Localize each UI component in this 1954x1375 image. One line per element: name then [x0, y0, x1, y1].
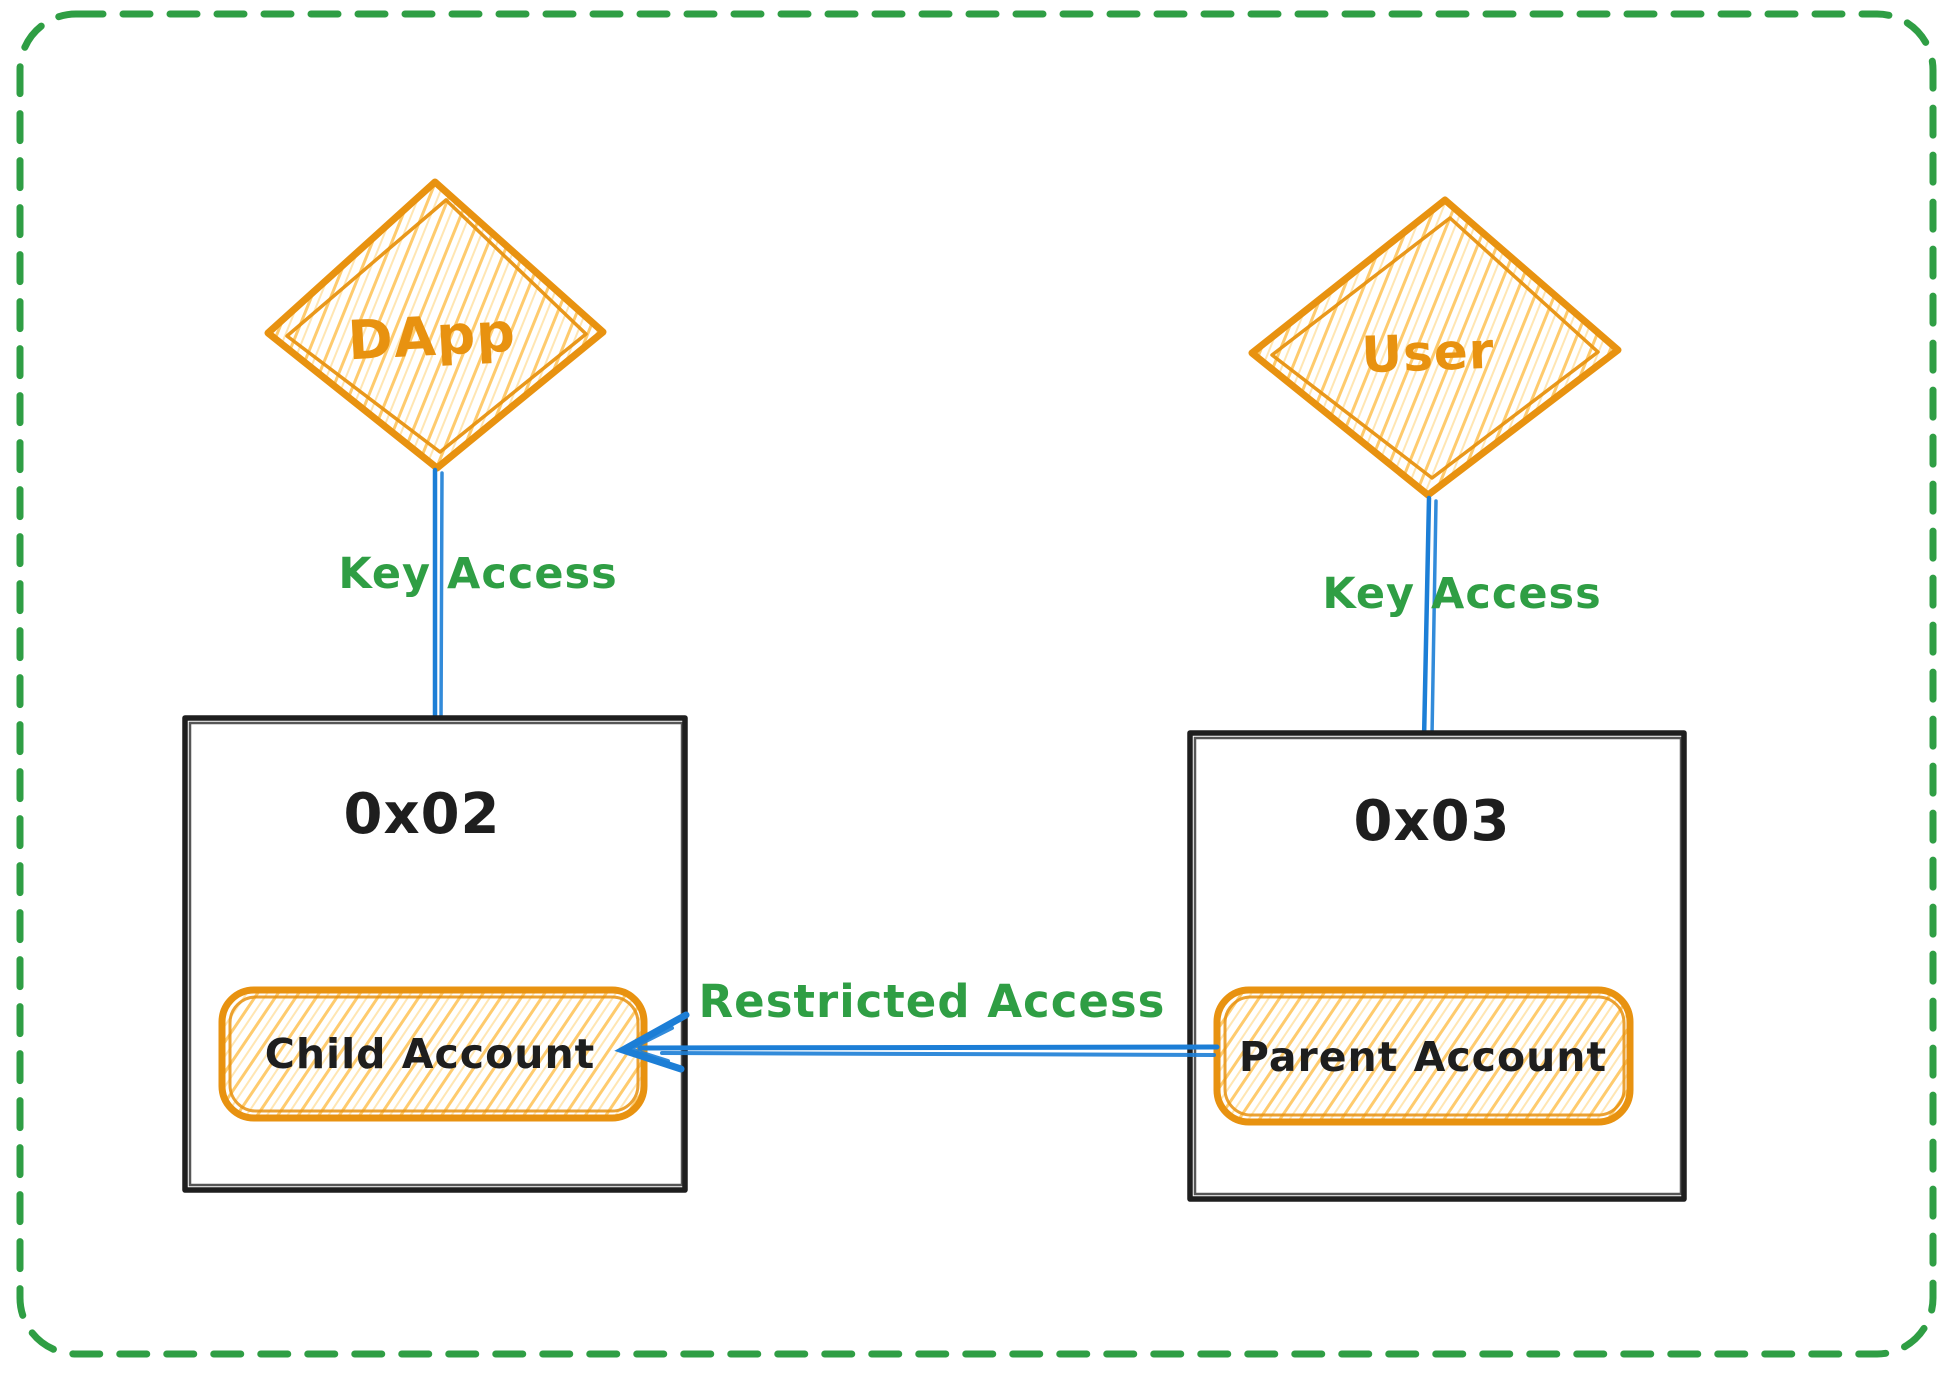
- dapp-diamond-node: DApp: [264, 178, 607, 472]
- key-access-left-label: Key Access: [338, 549, 617, 599]
- dapp-diamond-sketch-stroke: [285, 198, 588, 454]
- user-diamond-sketch-stroke: [1270, 216, 1600, 480]
- arrow-head: [614, 1011, 690, 1073]
- child-account-label: Child Account: [265, 1030, 596, 1078]
- account-0x02-label: 0x02: [343, 782, 500, 847]
- key-access-right-label: Key Access: [1322, 569, 1601, 619]
- restricted-access-label: Restricted Access: [699, 975, 1166, 1028]
- user-key-access-connector: Key Access: [1322, 495, 1601, 743]
- account-0x03-sketch-stroke: [1193, 736, 1683, 1196]
- parent-account-label: Parent Account: [1239, 1033, 1607, 1081]
- dashed-border-frame: [16, 10, 1937, 1358]
- restricted-access-connector: Restricted Access: [614, 975, 1220, 1073]
- user-diamond-node: User: [1248, 196, 1622, 499]
- account-0x02-node: 0x02 Child Account: [182, 715, 688, 1193]
- parent-account-shape: [1213, 986, 1634, 1126]
- dapp-key-access-connector: Key Access: [338, 467, 617, 731]
- parent-account-node: Parent Account: [1213, 986, 1634, 1126]
- account-0x03-node: 0x03 Parent Account: [1187, 730, 1687, 1202]
- account-0x02-sketch-stroke: [188, 721, 684, 1187]
- child-account-node: Child Account: [218, 986, 648, 1122]
- user-diamond-shape: [1248, 196, 1622, 499]
- account-0x03-label: 0x03: [1353, 789, 1510, 854]
- parent-account-sketch-stroke: [1223, 995, 1626, 1117]
- dapp-label: DApp: [346, 301, 517, 373]
- arrow-head-sketch-stroke: [624, 1026, 674, 1063]
- user-label: User: [1360, 322, 1495, 385]
- dapp-diamond-shape: [264, 178, 607, 472]
